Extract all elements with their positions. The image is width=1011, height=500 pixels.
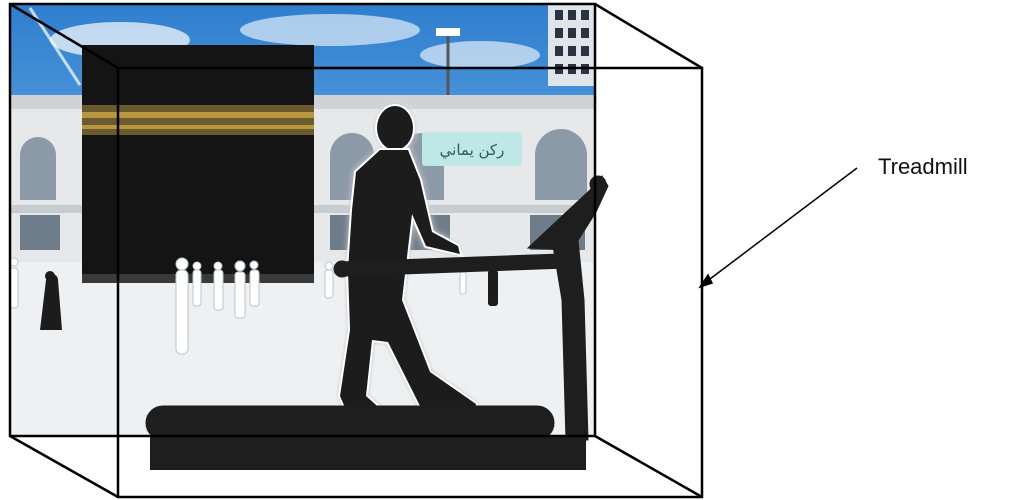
- rukn-yamani-sign-text: ركن يماني: [440, 141, 505, 160]
- treadmill-callout-arrow: [700, 168, 857, 287]
- rukn-yamani-sign: ركن يماني: [422, 132, 522, 166]
- treadmill-label: Treadmill: [878, 154, 968, 180]
- enclosure-edge-bottom-right: [595, 436, 702, 497]
- enclosure-edge-top-right: [595, 4, 702, 68]
- enclosure-edge-bottom-left: [10, 436, 118, 497]
